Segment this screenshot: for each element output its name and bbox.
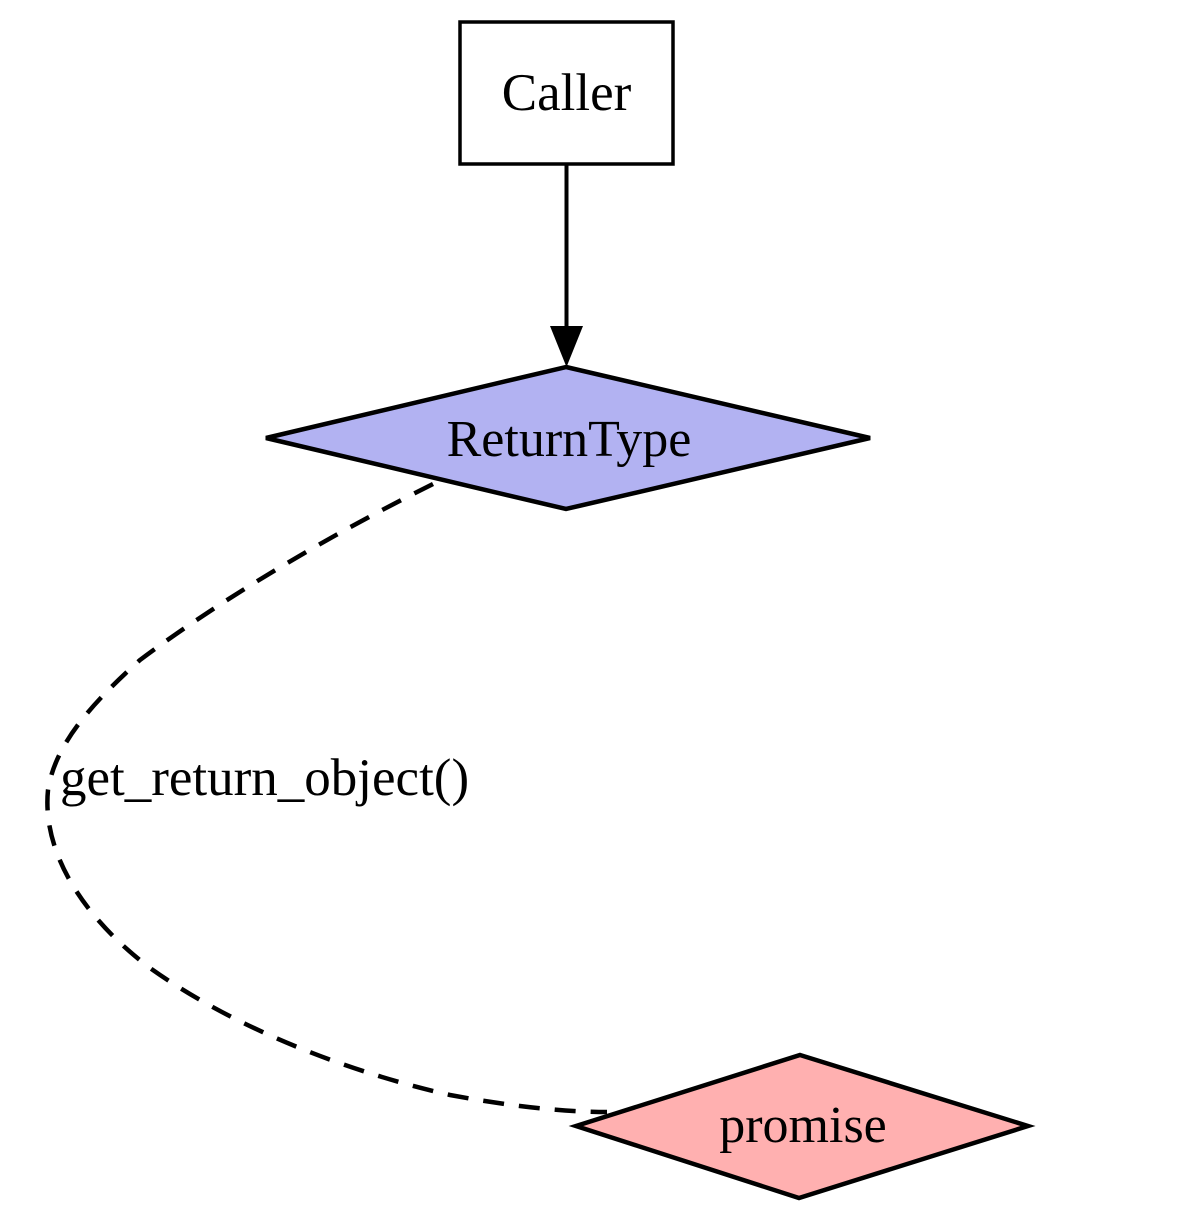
- edge-returntype-to-promise-dashed-curve: [45, 481, 608, 1115]
- node-returntype-diamond: [265, 364, 871, 512]
- node-caller-box: [458, 20, 675, 166]
- arrowhead-icon: [550, 326, 583, 367]
- edge-caller-to-returntype: [550, 164, 583, 367]
- node-promise-diamond: [568, 1052, 1036, 1201]
